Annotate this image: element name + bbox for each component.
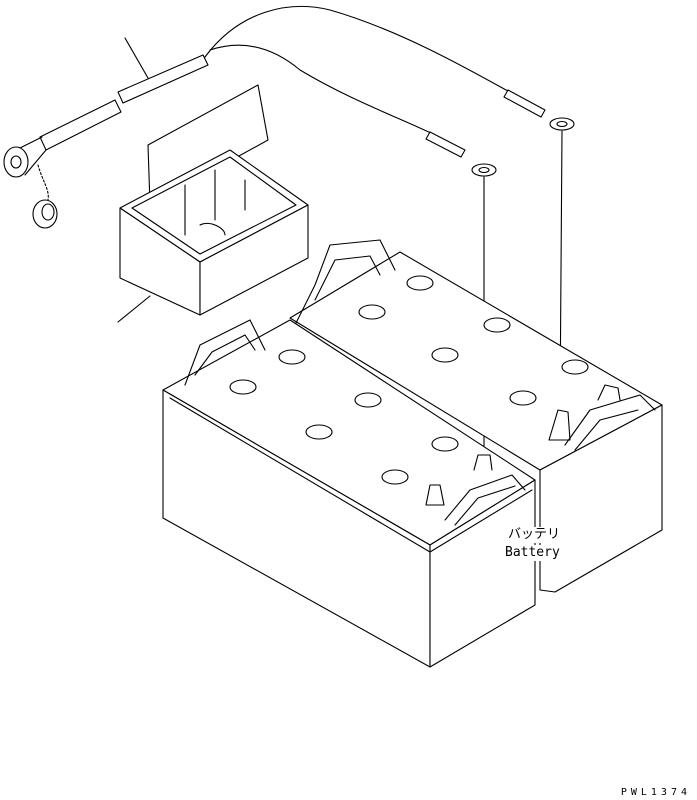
battery-label-en: Battery: [505, 545, 560, 561]
battery-label-ja: バッテリ: [508, 527, 561, 543]
battery-front: [162, 319, 536, 668]
battery-rear: [289, 239, 663, 593]
tool-box: [117, 84, 309, 323]
battery-cables: [3, 5, 575, 456]
drawing-code: PWL1374: [620, 787, 691, 798]
